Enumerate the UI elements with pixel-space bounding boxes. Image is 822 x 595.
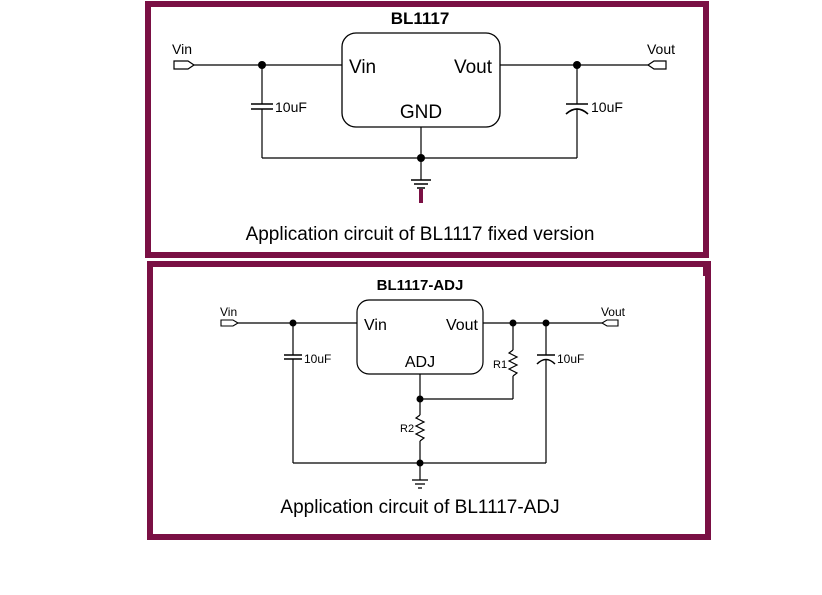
adj-title: BL1117-ADJ [377, 277, 464, 294]
adj-ic-vout-pin: Vout [446, 317, 479, 334]
adj-r2-label: R2 [400, 423, 414, 435]
adj-vout-terminal-icon [600, 319, 619, 327]
fixed-title: BL1117 [391, 9, 450, 28]
adj-panel: BL1117-ADJ Vin Vout ADJ Vin 10uF Vout R1 [147, 261, 711, 540]
fixed-vin-label: Vin [172, 41, 192, 57]
adj-panel-frame [147, 261, 711, 540]
adj-cap-in-label: 10uF [304, 352, 331, 366]
fixed-vout-terminal-icon [646, 60, 667, 70]
adj-vout-label: Vout [601, 305, 626, 319]
adj-feedback-junction [416, 395, 424, 403]
fixed-panel: BL1117 Vin Vout GND Vin 10uF Vout 10uF [145, 1, 709, 258]
adj-cap-out-label: 10uF [557, 352, 584, 366]
fixed-ic-gnd-pin: GND [400, 102, 442, 123]
fixed-ic-vout-pin: Vout [454, 57, 493, 78]
fixed-vin-terminal-icon [173, 60, 196, 70]
fixed-cap-in-label: 10uF [275, 99, 307, 115]
adj-vin-terminal-icon [220, 319, 240, 327]
adj-caption: Application circuit of BL1117-ADJ [280, 497, 559, 518]
fixed-ic-vin-pin: Vin [349, 57, 376, 78]
adj-ground-junction [416, 459, 424, 467]
fixed-vout-label: Vout [647, 41, 675, 57]
fixed-ground-junction [417, 154, 425, 162]
adj-r1-label: R1 [493, 359, 507, 371]
adj-ground-icon [412, 479, 428, 489]
adj-vin-label: Vin [220, 305, 237, 319]
adj-ic-vin-pin: Vin [364, 317, 387, 334]
fixed-caption: Application circuit of BL1117 fixed vers… [246, 224, 595, 245]
fixed-ground-icon [411, 179, 431, 203]
adj-ic-adj-pin: ADJ [405, 354, 435, 371]
fixed-panel-frame [145, 1, 709, 258]
adj-r1-resistor-icon [507, 349, 519, 377]
adj-r2-resistor-icon [414, 414, 426, 442]
fixed-cap-out-label: 10uF [591, 99, 623, 115]
